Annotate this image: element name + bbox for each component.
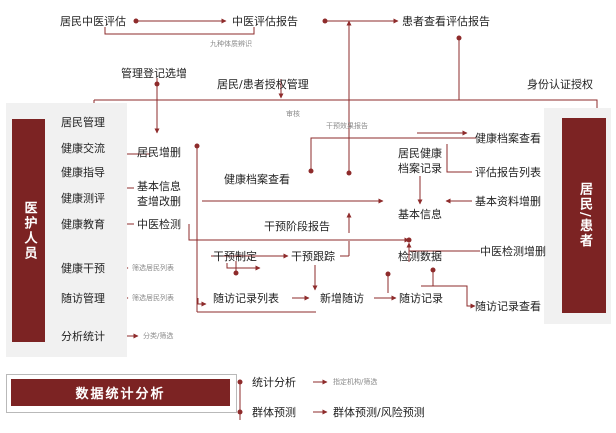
stats-title: 数据统计分析 — [11, 379, 230, 406]
node-stage-report[interactable]: 干预阶段报告 — [264, 220, 330, 233]
left-item-health-guidance[interactable]: 健康指导 — [61, 166, 105, 179]
note-constitution: 九种体质辨识 — [210, 40, 252, 48]
node-resident-tcm-assessment[interactable]: 居民中医评估 — [60, 15, 126, 28]
node-resident-archive-1[interactable]: 居民健康 — [398, 147, 442, 160]
node-tcm-assessment-report[interactable]: 中医评估报告 — [232, 15, 298, 28]
left-item-resident-management[interactable]: 居民管理 — [61, 116, 105, 129]
stats-row-analysis-hint: 指定机构/筛选 — [333, 378, 378, 386]
left-panel-title: 医护人员 — [12, 119, 45, 342]
hint-filter-resident-list-2: 筛选居民列表 — [132, 294, 174, 302]
node-followup-list[interactable]: 随访记录列表 — [213, 292, 279, 305]
right-item-tcm-test-edit[interactable]: 中医检测增删 — [480, 245, 546, 258]
stats-row-analysis-label[interactable]: 统计分析 — [252, 376, 296, 389]
right-panel-title: 居民/患者 — [562, 118, 606, 313]
node-test-data[interactable]: 检测数据 — [398, 250, 442, 263]
right-item-followup-view[interactable]: 随访记录查看 — [475, 300, 541, 313]
node-new-followup[interactable]: 新增随访 — [320, 292, 364, 305]
left-item-followup-management[interactable]: 随访管理 — [61, 292, 105, 305]
stats-row-prediction-label[interactable]: 群体预测 — [252, 406, 296, 419]
right-item-report-list[interactable]: 评估报告列表 — [475, 166, 541, 179]
node-basic-info-edit-1[interactable]: 基本信息 — [137, 180, 181, 193]
node-resident-archive-2[interactable]: 档案记录 — [398, 162, 442, 175]
node-authorization[interactable]: 居民/患者授权管理 — [217, 78, 309, 91]
note-effect-report: 干预效果报告 — [326, 122, 368, 130]
left-item-health-education[interactable]: 健康教育 — [61, 218, 105, 231]
left-item-health-exchange[interactable]: 健康交流 — [61, 142, 105, 155]
node-basic-info-edit-2[interactable]: 查增改删 — [137, 195, 181, 208]
hint-filter-resident-list-1: 筛选居民列表 — [132, 264, 174, 272]
node-tcm-test[interactable]: 中医检测 — [137, 218, 181, 231]
right-item-archive-view[interactable]: 健康档案查看 — [475, 132, 541, 145]
node-intervention-track[interactable]: 干预跟踪 — [291, 250, 335, 263]
node-intervention-plan[interactable]: 干预制定 — [213, 250, 257, 263]
note-review: 审核 — [286, 110, 300, 118]
left-item-health-intervention[interactable]: 健康干预 — [61, 262, 105, 275]
node-patient-view-report[interactable]: 患者查看评估报告 — [402, 15, 490, 28]
left-item-health-assessment[interactable]: 健康测评 — [61, 192, 105, 205]
node-basic-info[interactable]: 基本信息 — [398, 208, 442, 221]
node-archive-view[interactable]: 健康档案查看 — [224, 173, 290, 186]
left-item-analysis-statistics[interactable]: 分析统计 — [61, 330, 105, 343]
node-followup-record[interactable]: 随访记录 — [399, 292, 443, 305]
node-resident-add-delete[interactable]: 居民增删 — [137, 146, 181, 159]
node-register[interactable]: 管理登记选增 — [121, 67, 187, 80]
right-item-basic-info-edit[interactable]: 基本资料增删 — [475, 195, 541, 208]
node-identity-auth[interactable]: 身份认证授权 — [527, 78, 593, 91]
hint-classify-filter: 分类/筛选 — [143, 332, 174, 340]
stats-row-prediction-value[interactable]: 群体预测/风险预测 — [333, 406, 425, 419]
